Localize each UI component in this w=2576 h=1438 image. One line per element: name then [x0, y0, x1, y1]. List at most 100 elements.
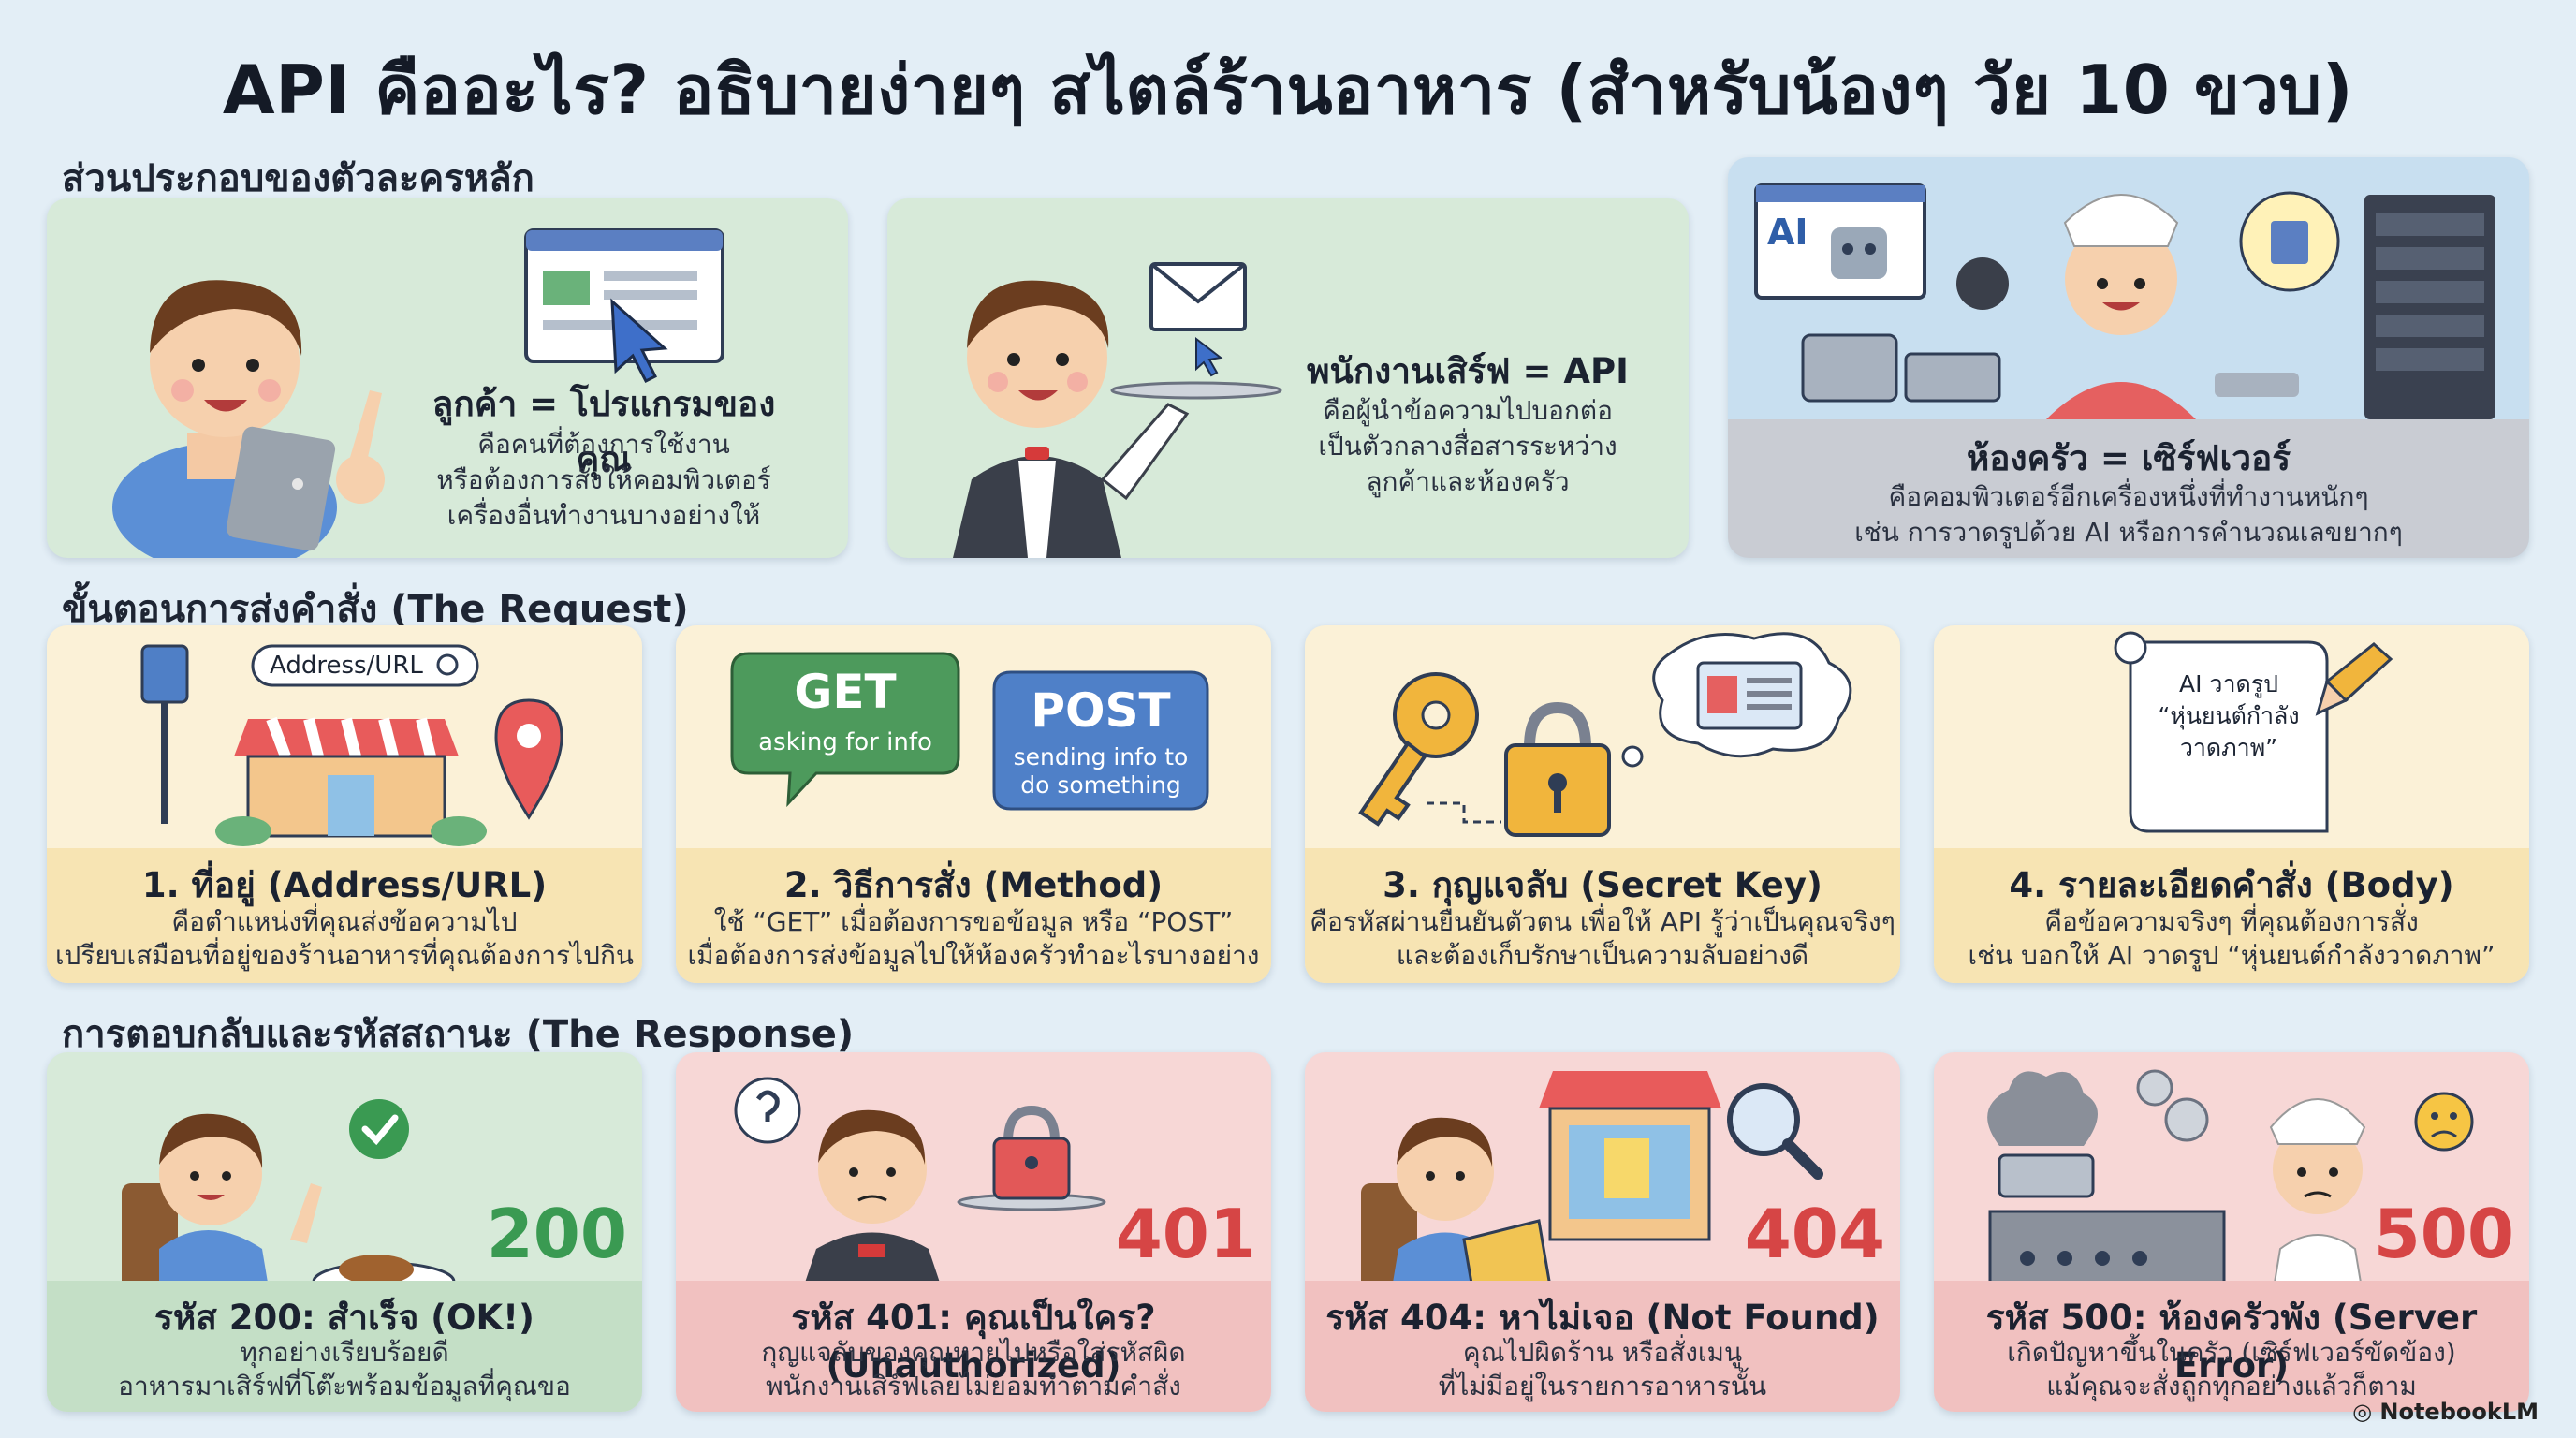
- get-sub: asking for info: [758, 728, 932, 756]
- card-waiter: พนักงานเสิร์ฟ = API คือผู้นำข้อความไปบอก…: [887, 198, 1689, 558]
- customer-boy-illustration: [112, 280, 385, 558]
- card-text: พนักงานเสิร์ฟเลยไม่ยอมทำตามคำสั่ง: [766, 1371, 1181, 1401]
- card-heading: 3. กุญแจลับ (Secret Key): [1383, 865, 1822, 905]
- card-heading: รหัส 500: ห้องครัวพัง (Server Error): [1985, 1298, 2478, 1386]
- paper-text: วาดภาพ”: [2179, 734, 2278, 761]
- lock-icon: [1524, 701, 1591, 748]
- page-title: API คืออะไร? อธิบายง่ายๆ สไตล์ร้านอาหาร …: [222, 51, 2354, 129]
- card-text: คือข้อความจริงๆ ที่คุณต้องการสั่ง: [2044, 906, 2419, 937]
- notebook-icon: ◎: [2352, 1399, 2380, 1425]
- pan-icon: [1956, 257, 2009, 310]
- smoke-icon: [1987, 1071, 2098, 1146]
- post-sub: sending info to: [1013, 743, 1189, 770]
- gear-icon: [2164, 1097, 2209, 1142]
- card-text: เปรียบเสมือนที่อยู่ของร้านอาหารที่คุณต้อ…: [54, 940, 635, 971]
- card-heading: 1. ที่อยู่ (Address/URL): [141, 865, 548, 905]
- post-sub: do something: [1020, 771, 1181, 799]
- card-text: เป็นตัวกลางสื่อสารระหว่าง: [1318, 431, 1617, 462]
- paper-scroll-icon: [2129, 640, 2329, 833]
- card-heading: 4. รายละเอียดคำสั่ง (Body): [2009, 865, 2454, 905]
- card-text: คุณไปผิดร้าน หรือสั่งเมนู: [1462, 1337, 1743, 1368]
- card-text: และต้องเก็บรักษาเป็นความลับอย่างดี: [1396, 940, 1809, 971]
- card-secret-key: 3. กุญแจลับ (Secret Key) คือรหัสผ่านยืนย…: [1305, 625, 1900, 983]
- card-text: เมื่อต้องการส่งข้อมูลไปให้ห้องครัวทำอะไร…: [687, 940, 1260, 971]
- map-pin-icon: [494, 698, 564, 820]
- status-code: 500: [2373, 1195, 2514, 1273]
- section-title-characters: ส่วนประกอบของตัวละครหลัก: [62, 157, 534, 200]
- card-heading: ห้องครัว = เซิร์ฟเวอร์: [1966, 438, 2291, 478]
- chef-illustration: [2065, 223, 2177, 335]
- card-text: ใช้ “GET” เมื่อต้องการขอข้อมูล หรือ “POS…: [713, 906, 1234, 937]
- card-text: เครื่องอื่นทำงานบางอย่างให้: [446, 500, 761, 531]
- restaurant-sign-icon: [140, 644, 189, 704]
- robot-icon: [1831, 227, 1887, 279]
- restaurant-illustration: [140, 644, 564, 846]
- question-bubble-icon: [734, 1077, 801, 1144]
- card-text: อาหารมาเสิร์ฟที่โต๊ะพร้อมข้อมูลที่คุณขอ: [118, 1371, 571, 1401]
- card-method: GET asking for info POST sending info to…: [676, 625, 1271, 983]
- card-text: ลูกค้าและห้องครัว: [1366, 466, 1570, 497]
- card-text: คือรหัสผ่านยืนยันตัวตน เพื่อให้ API รู้ว…: [1310, 906, 1895, 937]
- magnifier-icon: [1727, 1083, 1800, 1156]
- section-title-response: การตอบกลับและรหัสสถานะ (The Response): [62, 1013, 855, 1056]
- check-icon: [349, 1099, 409, 1159]
- card-heading: รหัส 404: หาไม่เจอ (Not Found): [1325, 1298, 1880, 1338]
- card-text: ที่ไม่มีอยู่ในรายการอาหารนั้น: [1438, 1371, 1767, 1401]
- section-title-request: ขั้นตอนการส่งคำสั่ง (The Request): [62, 588, 689, 631]
- card-text: คือตำแหน่งที่คุณส่งข้อความไป: [171, 906, 518, 937]
- cursor-icon: [610, 298, 668, 384]
- kitchen-illustration: [1728, 183, 2529, 558]
- card-kitchen: AI ห้องครัว = เซิร์ฟเวอร์ คือคอมพิวเตอร์…: [1728, 157, 2529, 558]
- brand-name: NotebookLM: [2379, 1399, 2539, 1425]
- brand-logo: ◎ NotebookLM: [2352, 1399, 2539, 1425]
- card-heading: 2. วิธีการสั่ง (Method): [783, 865, 1164, 905]
- card-text: เกิดปัญหาขึ้นในครัว (เซิร์ฟเวอร์ขัดข้อง): [2007, 1337, 2456, 1368]
- status-code: 200: [486, 1195, 627, 1273]
- card-heading: รหัส 200: สำเร็จ (OK!): [154, 1298, 534, 1338]
- sad-face-icon: [2414, 1092, 2474, 1152]
- card-text: คือคนที่ต้องการใช้งาน: [477, 429, 730, 460]
- card-200: 200 รหัส 200: สำเร็จ (OK!) ทุกอย่างเรียบ…: [47, 1052, 642, 1412]
- pot-icon: [1801, 333, 1898, 403]
- post-bubble: [992, 670, 1209, 811]
- card-500: 500 รหัส 500: ห้องครัวพัง (Server Error)…: [1934, 1052, 2529, 1412]
- card-customer: ลูกค้า = โปรแกรมของคุณ คือคนที่ต้องการใช…: [47, 198, 848, 558]
- search-bar: [251, 644, 479, 687]
- pot-icon: [1998, 1153, 2095, 1198]
- card-404: 404 รหัส 404: หาไม่เจอ (Not Found) คุณไป…: [1305, 1052, 1900, 1412]
- card-address: Address/URL 1. ที่อยู่ (Address/URL) คือ…: [47, 625, 642, 983]
- ai-label: AI: [1767, 212, 1808, 253]
- card-text: หรือต้องการสั่งให้คอมพิวเตอร์: [436, 464, 771, 495]
- browser-window-icon: [524, 228, 724, 384]
- gear-icon: [2136, 1069, 2174, 1107]
- key-lock-illustration: [1358, 632, 1852, 837]
- waiter-illustration: [953, 280, 1282, 558]
- card-401: 401 รหัส 401: คุณเป็นใคร? (Unauthorized)…: [676, 1052, 1271, 1412]
- paper-text: “หุ่นยนต์กำลัง: [2158, 702, 2300, 729]
- method-bubbles: [730, 652, 1209, 811]
- status-code: 401: [1115, 1195, 1256, 1273]
- card-text: เช่น การวาดรูปด้วย AI หรือการคำนวณเลขยาก…: [1854, 517, 2403, 548]
- chef-illustration: [2273, 1124, 2363, 1214]
- envelope-icon: [1149, 262, 1247, 377]
- paper-text: AI วาดรูป: [2178, 670, 2279, 697]
- card-heading: พนักงานเสิร์ฟ = API: [1307, 351, 1629, 391]
- search-icon: [436, 653, 459, 676]
- search-text: Address/URL: [270, 652, 423, 680]
- card-text: ทุกอย่างเรียบร้อยดี: [240, 1337, 449, 1368]
- unauthorized-illustration: [734, 1077, 1106, 1305]
- get-bubble: [730, 652, 960, 808]
- card-text: คือคอมพิวเตอร์อีกเครื่องหนึ่งที่ทำงานหนั…: [1888, 481, 2369, 512]
- card-heading: ลูกค้า = โปรแกรมของคุณ: [432, 384, 776, 479]
- scroll-illustration: [2114, 631, 2393, 833]
- card-text: เช่น บอกให้ AI วาดรูป “หุ่นยนต์กำลังวาดภ…: [1968, 940, 2496, 971]
- card-heading: รหัส 401: คุณเป็นใคร? (Unauthorized): [791, 1298, 1156, 1386]
- status-code: 404: [1744, 1195, 1885, 1273]
- card-text: แม้คุณจะสั่งถูกทุกอย่างแล้วก็ตาม: [2046, 1371, 2417, 1401]
- card-text: คือผู้นำข้อความไปบอกต่อ: [1323, 395, 1613, 426]
- get-label: GET: [794, 665, 897, 719]
- card-text: กุญแจลับของคุณหายไปหรือใส่รหัสผิด: [761, 1337, 1186, 1368]
- post-label: POST: [1031, 683, 1171, 738]
- lock-icon: [1003, 1105, 1060, 1142]
- card-body: AI วาดรูป “หุ่นยนต์กำลัง วาดภาพ” 4. รายล…: [1934, 625, 2529, 983]
